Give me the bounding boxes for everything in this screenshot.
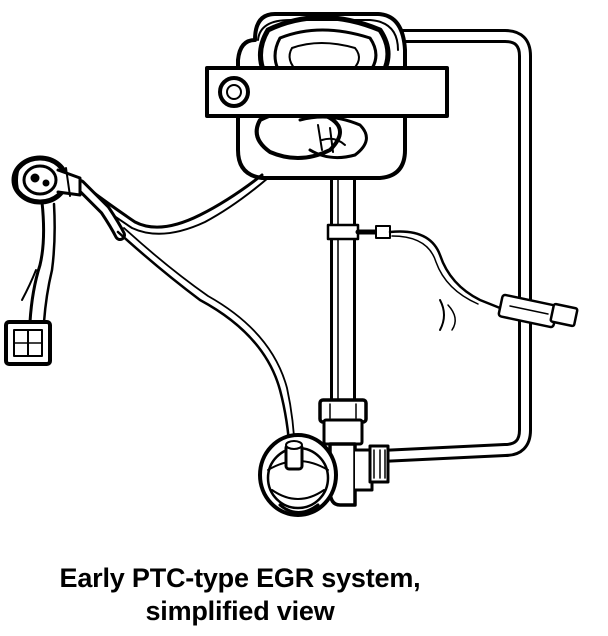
vertical-pipe <box>330 157 356 423</box>
egr-system-diagram <box>4 12 579 517</box>
pipe-coupler <box>318 398 368 446</box>
diagram-caption-line-2: simplified view <box>145 596 335 626</box>
sensor-tee <box>326 223 391 241</box>
round-connector <box>11 155 82 205</box>
mounting-bracket <box>205 66 449 118</box>
plug-connector <box>4 320 52 366</box>
return-tube <box>373 29 532 463</box>
vacuum-diaphragm <box>258 433 338 517</box>
wire-harness <box>74 173 269 241</box>
temperature-sensor <box>388 230 579 331</box>
egr-valve <box>328 442 390 507</box>
diagram-caption-line-1: Early PTC-type EGR system, <box>59 563 421 593</box>
pigtail-wires <box>21 200 56 324</box>
vacuum-hose <box>116 227 296 457</box>
